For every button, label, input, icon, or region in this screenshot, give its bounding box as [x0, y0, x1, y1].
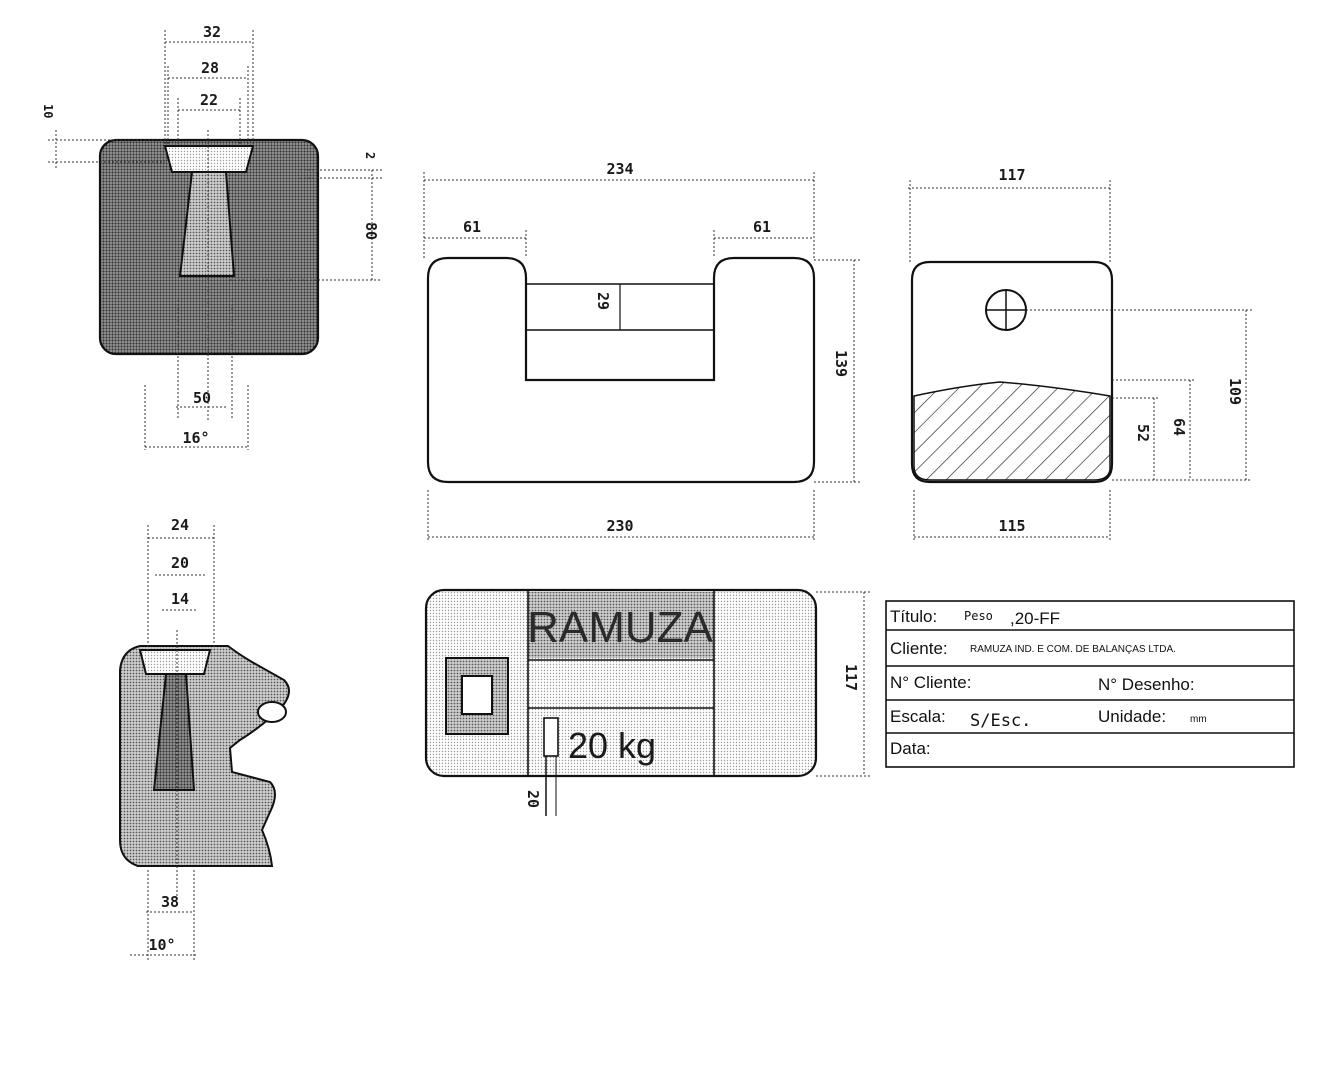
dim-50: 50 [193, 389, 211, 407]
side-slot-taper [152, 673, 196, 791]
dim-117-top: 117 [998, 166, 1025, 184]
bottom-left-view: 24 20 14 38 10° [119, 516, 290, 960]
dim-109: 109 [1226, 378, 1244, 405]
dim-10deg: 10° [148, 936, 175, 954]
dim-117-plan: 117 [842, 664, 860, 691]
dim-24: 24 [171, 516, 189, 534]
escala-label: Escala: [890, 707, 946, 726]
dim-38: 38 [161, 893, 179, 911]
titulo-value-code: ,20-FF [1010, 609, 1060, 628]
data-label: Data: [890, 739, 931, 758]
dim-64: 64 [1170, 418, 1188, 436]
stamp-inner [461, 675, 493, 715]
dim-2: 2 [363, 152, 377, 159]
brand-ramuza: RAMUZA [527, 603, 713, 652]
slot-taper [178, 171, 236, 277]
dim-139: 139 [832, 350, 850, 377]
right-view: 117 109 64 52 115 [908, 166, 1252, 540]
plan-outline [424, 588, 818, 778]
title-block: Título: Peso ,20-FF Cliente: RAMUZA IND.… [885, 600, 1295, 768]
top-left-view: 32 28 22 10 2 80 50 16° [41, 23, 382, 450]
right-outline [910, 260, 1114, 484]
dim-20: 20 [171, 554, 189, 572]
front-outline [426, 256, 816, 484]
slot-head [163, 145, 255, 173]
escala-value: S/Esc. [970, 711, 1031, 731]
unidade-label: Unidade: [1098, 707, 1166, 726]
hatched-section [913, 381, 1111, 481]
cliente-label: Cliente: [890, 639, 948, 658]
n-cliente-label: N° Cliente: [890, 673, 971, 692]
dim-29: 29 [594, 292, 612, 310]
dim-230: 230 [606, 517, 633, 535]
titulo-value-peso: Peso [964, 609, 993, 623]
titulo-label: Título: [890, 607, 937, 626]
n-desenho-label: N° Desenho: [1098, 675, 1195, 694]
dim-10: 10 [41, 104, 55, 118]
dim-61-left: 61 [463, 218, 481, 236]
mass-20kg: 20 kg [568, 725, 656, 766]
unidade-value: mm [1190, 714, 1207, 725]
dim-22: 22 [200, 91, 218, 109]
dim-80: 80 [362, 222, 380, 240]
dim-16deg: 16° [182, 429, 209, 447]
dim-115: 115 [998, 517, 1025, 535]
dim-52: 52 [1134, 424, 1152, 442]
side-handle-circle [257, 701, 287, 723]
dim-20-plan: 20 [524, 790, 542, 808]
side-slot-head [138, 649, 212, 675]
dim-14: 14 [171, 590, 189, 608]
front-view: 29 234 61 61 139 230 [423, 160, 862, 540]
dim-61-right: 61 [753, 218, 771, 236]
plan-view: RAMUZA 20 kg 20 117 [424, 588, 870, 816]
cliente-value: RAMUZA IND. E COM. DE BALANÇAS LTDA. [970, 644, 1176, 655]
dim-234: 234 [606, 160, 633, 178]
side-body [119, 645, 290, 867]
dim-32: 32 [203, 23, 221, 41]
dim-28: 28 [201, 59, 219, 77]
